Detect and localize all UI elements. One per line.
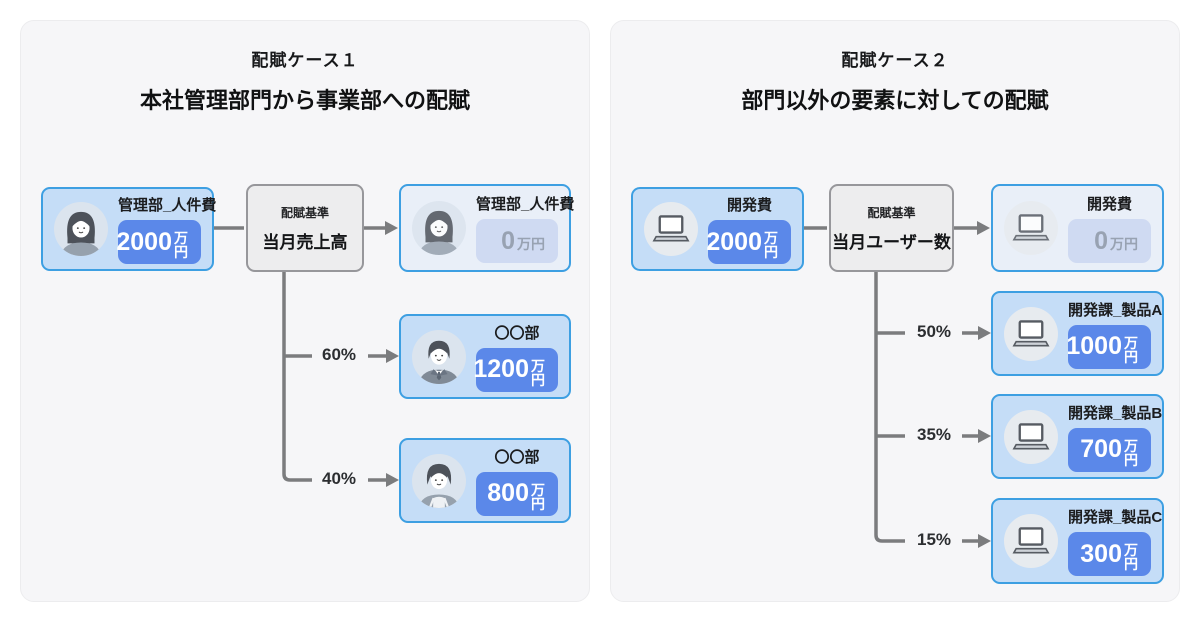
- basis-box: 配賦基準 当月ユーザー数: [829, 184, 954, 272]
- amount-value: 300: [1080, 539, 1122, 568]
- card-label: 開発費: [726, 197, 772, 214]
- man-avatar-icon: [412, 329, 466, 384]
- woman-avatar-icon: [412, 201, 466, 255]
- card-label: 管理部_人件費: [118, 197, 217, 214]
- basis-box: 配賦基準 当月売上高: [246, 184, 364, 272]
- amount-value: 2000: [116, 227, 172, 256]
- amount-value: 700: [1080, 435, 1122, 463]
- woman-avatar-icon: [54, 202, 108, 256]
- amount-value: 1000: [1066, 332, 1122, 360]
- percent-label: 60%: [321, 345, 357, 364]
- amount-unit: 万円: [174, 230, 188, 260]
- panel-title: 配賦ケース１: [251, 51, 359, 70]
- amount-unit: 万円: [1124, 542, 1138, 572]
- card-label: 〇〇部: [494, 324, 540, 342]
- percent-label: 40%: [321, 469, 357, 488]
- percent-label: 15%: [916, 530, 952, 549]
- panel-subtitle: 本社管理部門から事業部への配賦: [139, 88, 470, 113]
- laptop-icon: [1004, 306, 1058, 361]
- panel-subtitle: 部門以外の要素に対しての配賦: [741, 88, 1049, 113]
- amount-unit: 万円: [1124, 334, 1138, 365]
- panel-title: 配賦ケース２: [841, 51, 949, 70]
- basis-caption: 配賦基準: [280, 205, 329, 220]
- percent-label: 35%: [916, 425, 952, 444]
- card-label: 開発課_製品B: [1068, 404, 1163, 422]
- percent-label: 50%: [916, 322, 952, 341]
- laptop-icon: [1004, 514, 1058, 568]
- basis-value: 当月売上高: [262, 232, 348, 252]
- panel-case2: 配賦ケース２ 部門以外の要素に対しての配賦: [610, 20, 1180, 602]
- card-label: 〇〇部: [494, 448, 540, 466]
- amount-unit: 万円: [764, 230, 778, 260]
- basis-caption: 配賦基準: [867, 205, 916, 220]
- card-label: 開発費: [1086, 196, 1132, 213]
- amount-unit: 万円: [1110, 236, 1138, 252]
- card-label: 開発課_製品C: [1068, 509, 1163, 526]
- laptop-icon: [644, 202, 698, 256]
- amount-unit: 万円: [531, 481, 545, 512]
- amount-value: 800: [487, 479, 529, 507]
- card-label: 開発課_製品A: [1068, 301, 1163, 319]
- basis-value: 当月ユーザー数: [832, 232, 951, 252]
- woman-apron-avatar-icon: [412, 453, 466, 508]
- amount-value: 0: [501, 226, 515, 255]
- card-label: 管理部_人件費: [476, 196, 575, 213]
- amount-unit: 万円: [1124, 437, 1138, 468]
- amount-value: 1200: [473, 355, 529, 383]
- amount-unit: 万円: [517, 236, 545, 252]
- panel-case1: 配賦ケース１ 本社管理部門から事業部への配賦: [20, 20, 590, 602]
- laptop-icon: [1004, 201, 1058, 255]
- laptop-icon: [1004, 409, 1058, 464]
- amount-value: 0: [1094, 226, 1108, 255]
- amount-value: 2000: [706, 227, 762, 256]
- amount-unit: 万円: [531, 357, 545, 388]
